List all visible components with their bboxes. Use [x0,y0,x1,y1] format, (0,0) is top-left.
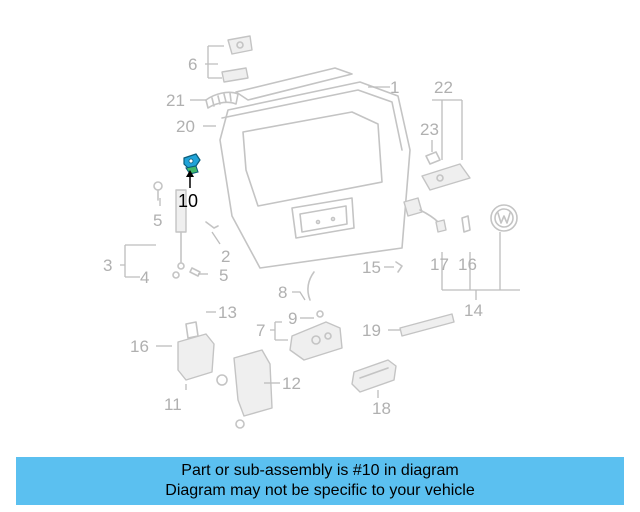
part-10-highlighted [183,153,201,175]
fasteners-part [172,221,219,279]
callout-12: 12 [282,374,301,393]
liftgate-panel [219,67,411,269]
callout-3: 3 [103,256,112,275]
actuator-part [177,321,273,429]
banner-line-2: Diagram may not be specific to your vehi… [165,482,475,499]
callout-17: 17 [430,255,449,274]
callout-20: 20 [176,117,195,136]
callout-16-left: 16 [130,337,149,356]
info-banner: Part or sub-assembly is #10 in diagram D… [16,457,624,505]
callout-7: 7 [256,321,265,340]
parts-diagram: 6 1 21 20 10 5 2 3 4 5 8 7 9 13 16 11 12… [103,35,520,429]
latch-part [289,271,343,361]
callout-2: 2 [221,247,230,266]
callout-18: 18 [372,399,391,418]
lamp-part [421,151,471,191]
callout-8: 8 [278,283,287,302]
callout-15: 15 [362,258,381,277]
callout-16-right: 16 [458,255,477,274]
callout-4: 4 [140,268,149,287]
callout-6: 6 [188,55,197,74]
callout-labels: 6 1 21 20 10 5 2 3 4 5 8 7 9 13 16 11 12… [103,55,483,418]
handle-part [351,313,455,393]
callout-13: 13 [218,303,237,322]
callout-14: 14 [464,301,483,320]
callout-22: 22 [434,78,453,97]
callout-9: 9 [288,309,297,328]
cable-part [395,261,403,273]
callout-5-lower: 5 [219,266,228,285]
emblem-part [403,197,518,233]
leader-lines [120,45,520,398]
gas-strut-part [153,181,187,270]
callout-11: 11 [164,395,182,414]
callout-19: 19 [362,321,381,340]
hinge-part [221,35,253,83]
callout-1: 1 [390,78,399,97]
callout-5-upper: 5 [153,211,162,230]
seal-part [205,91,239,109]
callout-23: 23 [420,120,439,139]
callout-21: 21 [166,91,185,110]
banner-line-1: Part or sub-assembly is #10 in diagram [181,462,459,479]
callout-10: 10 [178,191,198,211]
